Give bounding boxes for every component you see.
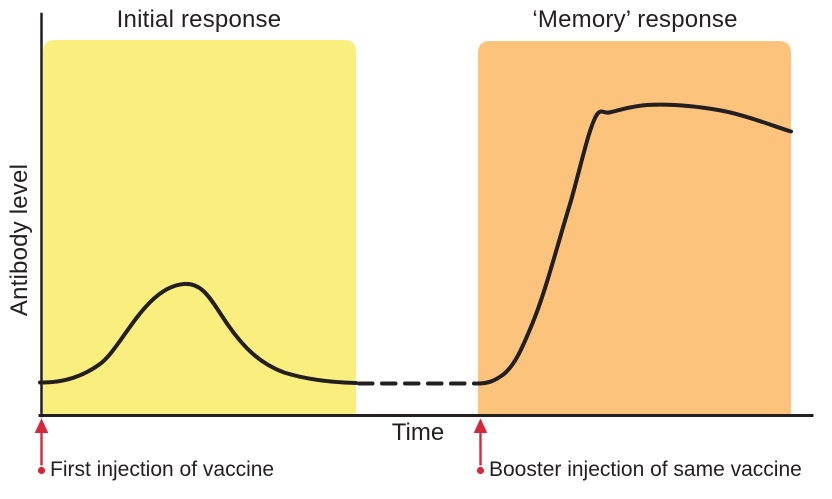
memory-response-title: ‘Memory’ response [532, 6, 738, 33]
initial-response-region [43, 40, 356, 414]
booster-injection-arrow-icon [473, 418, 488, 475]
y-axis-label: Antibody level [6, 163, 33, 317]
initial-response-curve [38, 281, 358, 385]
initial-response-title: Initial response [116, 6, 282, 33]
booster-injection-label: Booster injection of same vaccine [489, 458, 802, 481]
first-injection-label: First injection of vaccine [50, 458, 275, 481]
first-injection-arrow-icon [34, 418, 49, 475]
memory-response-curve [476, 102, 793, 386]
memory-response-region [478, 41, 791, 414]
x-axis-label-time: Time [391, 419, 445, 446]
